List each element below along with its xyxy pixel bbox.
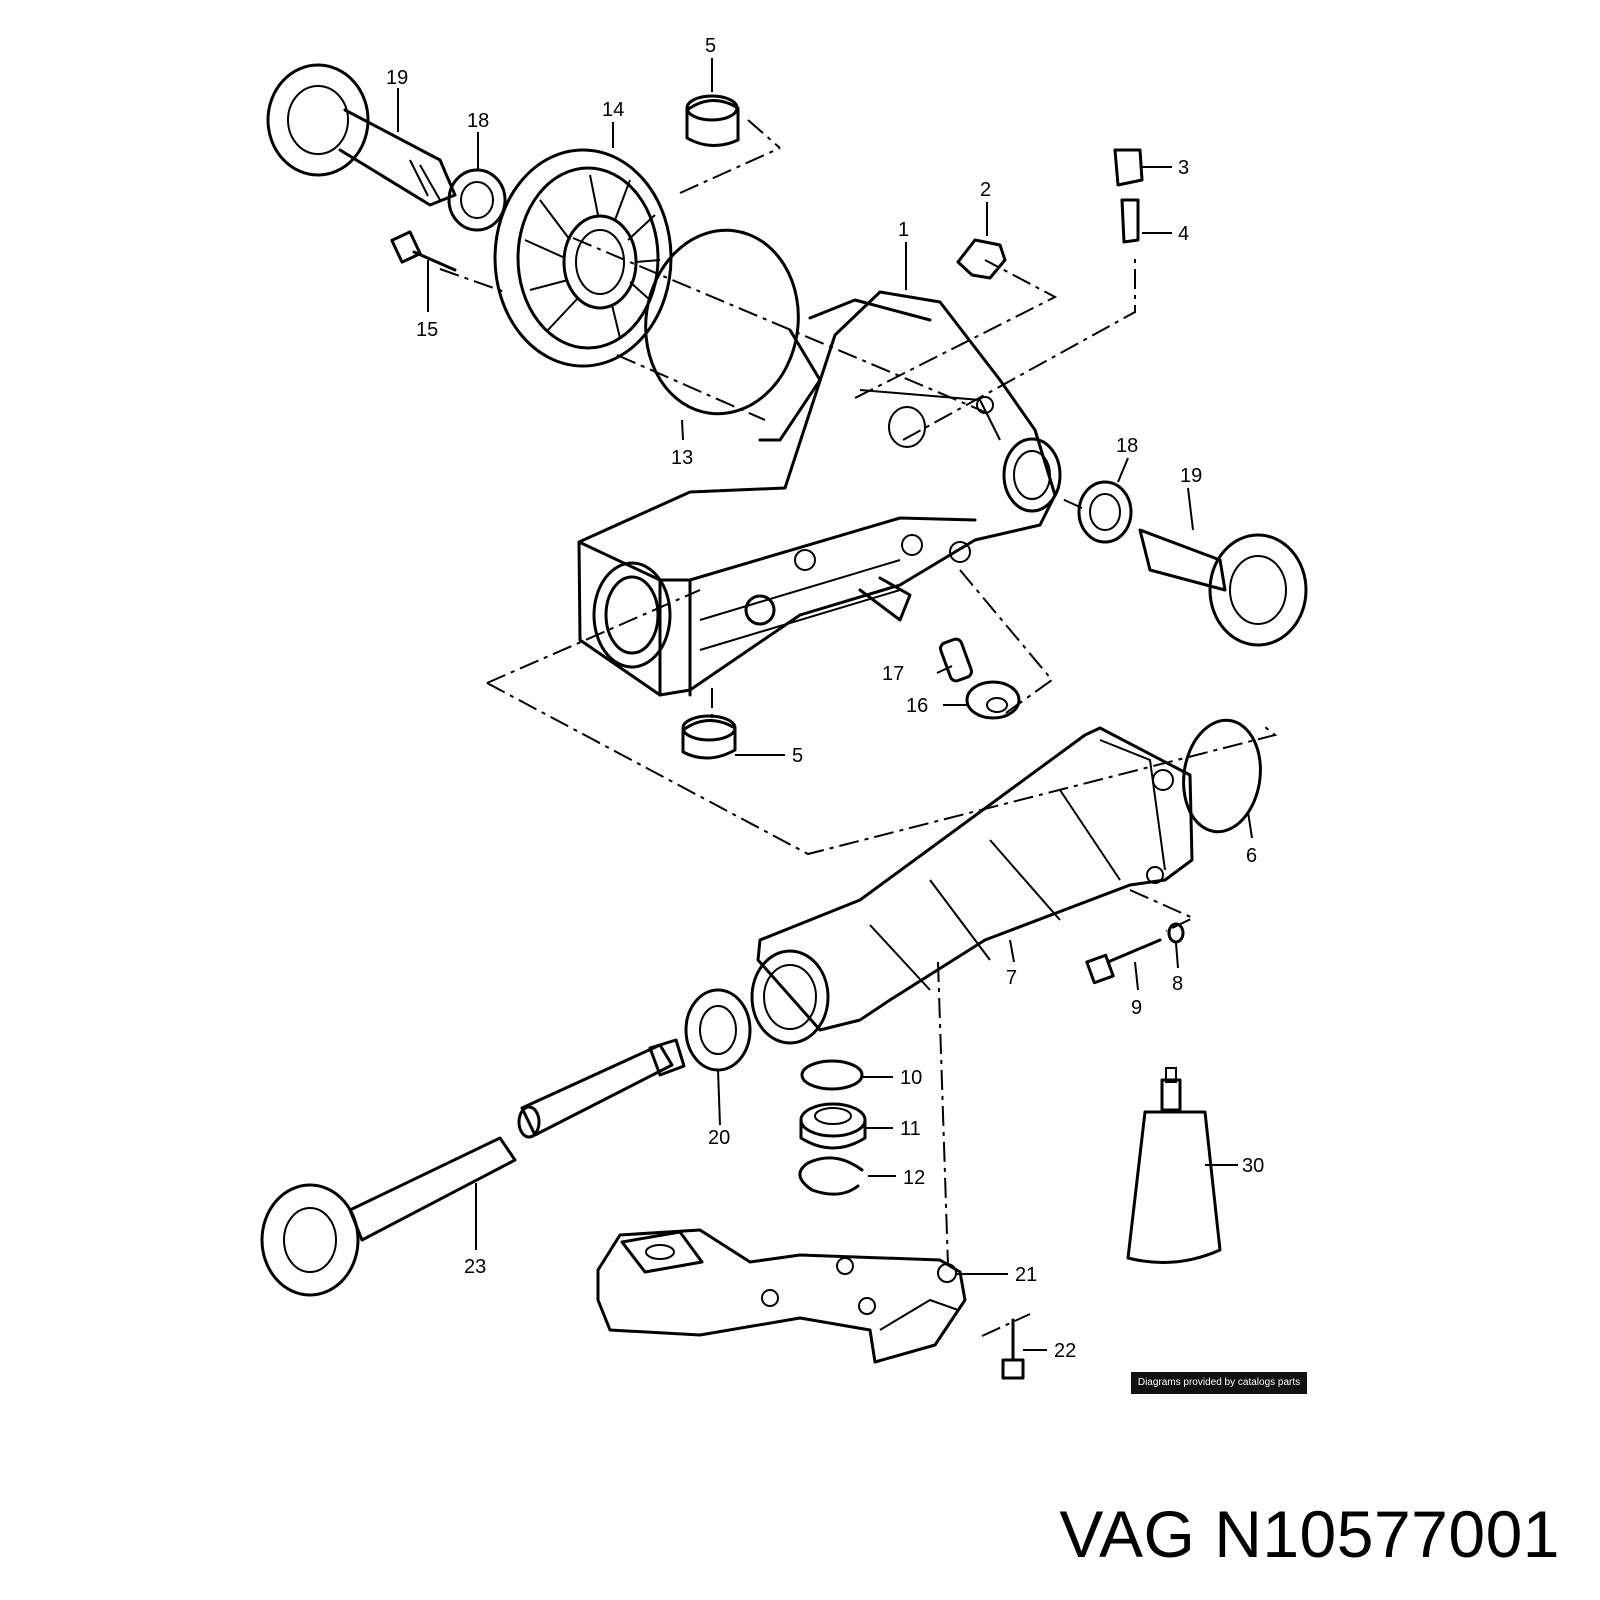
washer-8 [1167,922,1185,944]
callout-2: 2 [980,179,991,201]
callout-12: 12 [903,1167,925,1189]
callout-6: 6 [1246,845,1257,867]
brand-name: VAG [1059,1497,1196,1571]
callout-19-right: 19 [1180,465,1202,487]
breather-cap [1113,148,1144,244]
bolt-9 [1085,938,1162,985]
clip-2 [956,238,1007,280]
callout-8: 8 [1172,973,1183,995]
callout-13: 13 [671,447,693,469]
grease-tube [1126,1067,1222,1264]
callout-16: 16 [906,695,928,717]
callout-5-bottom: 5 [792,745,803,767]
propshaft [260,1136,517,1297]
pin-17 [939,637,973,683]
callout-3: 3 [1178,157,1189,179]
callout-15: 15 [416,319,438,341]
callout-20: 20 [708,1127,730,1149]
callout-1: 1 [898,219,909,241]
credit-badge: Diagrams provided by catalogs parts [1131,1372,1307,1394]
extension-tube [750,726,1194,1045]
seal-20 [684,988,752,1072]
callout-10: 10 [900,1067,922,1089]
callout-7: 7 [1006,967,1017,989]
part-number: N10577001 [1214,1497,1560,1571]
part-number-label: VAG N10577001 [1059,1496,1560,1572]
housing-cover [493,148,673,368]
intermediate-shaft [517,1038,686,1139]
output-flange-right [1138,528,1308,647]
ring-10 [800,1059,864,1091]
output-flange-left [266,63,457,207]
assembly-lines [439,119,1278,1337]
callout-labels: 1 2 3 4 5 5 6 7 8 9 10 11 12 13 14 15 16… [386,35,1264,1362]
bolt-15 [390,230,457,272]
callout-18-right: 18 [1116,435,1138,457]
callout-4: 4 [1178,223,1189,245]
callout-19-top: 19 [386,67,408,89]
bearing-11 [799,1102,867,1150]
callout-21: 21 [1015,1264,1037,1286]
callout-30: 30 [1242,1155,1264,1177]
bolt-22 [1001,1318,1025,1380]
snap-ring-12 [798,1156,864,1196]
callout-18-top: 18 [467,110,489,132]
mounting-bracket [596,1228,967,1364]
callout-5-top: 5 [705,35,716,57]
callout-14: 14 [602,99,624,121]
seal-right [1077,480,1133,544]
callout-9: 9 [1131,997,1142,1019]
bushing-16 [965,680,1021,720]
seal-upper [447,168,507,232]
callout-22: 22 [1054,1340,1076,1362]
leader-lines [397,58,1253,1351]
cover-gasket [644,228,800,416]
callout-11: 11 [900,1118,921,1140]
callout-23: 23 [464,1256,486,1278]
drain-plug-top [685,94,740,147]
callout-17: 17 [882,663,904,685]
drain-plug-bottom [681,714,737,760]
differential-housing [577,290,1062,697]
